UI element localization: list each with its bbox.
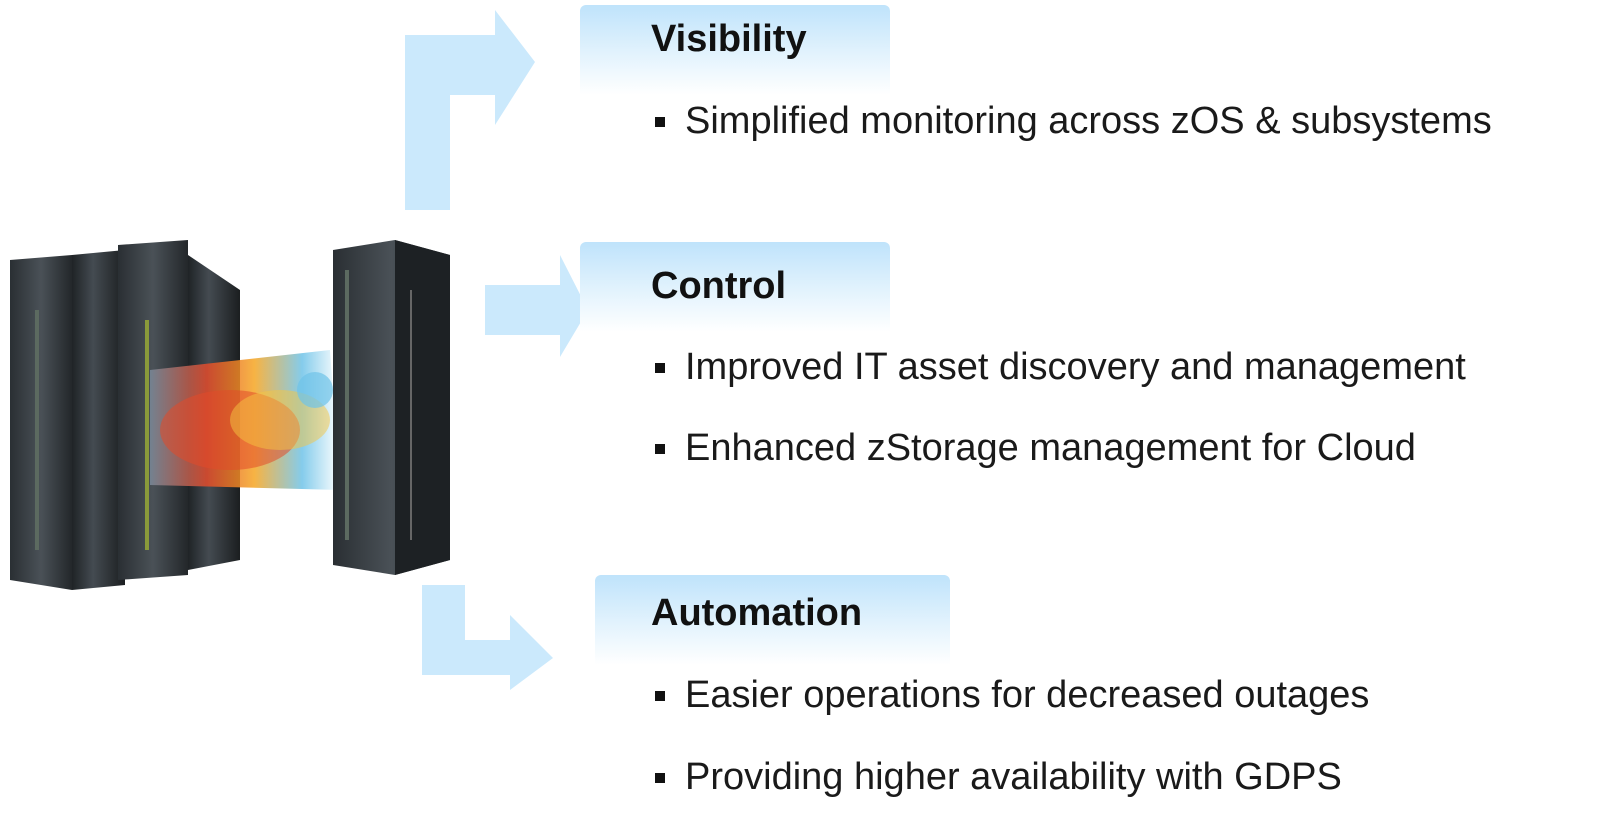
visibility-header [580,5,890,95]
bullet-icon [655,362,665,373]
visibility-bullet-1: Simplified monitoring across zOS & subsy… [655,100,1492,143]
cabinet-left-1 [10,255,72,590]
cabinet-left-2 [72,250,125,590]
visibility-title: Visibility [651,18,807,60]
control-bullet-1: Improved IT asset discovery and manageme… [655,346,1466,389]
control-title: Control [651,265,787,307]
control-header [580,242,890,332]
arrow-to-automation [422,585,553,690]
bullet-text: Simplified monitoring across zOS & subsy… [685,100,1492,142]
automation-bullet-1: Easier operations for decreased outages [655,674,1369,717]
bullet-text: Easier operations for decreased outages [685,674,1370,716]
bullet-text: Enhanced zStorage management for Cloud [685,427,1416,469]
bullet-text: Providing higher availability with GDPS [685,756,1342,798]
arrow-to-control [485,255,588,357]
bullet-icon [655,690,665,701]
automation-header [595,575,950,665]
automation-bullet-2: Providing higher availability with GDPS [655,756,1342,799]
automation-title: Automation [651,592,863,634]
arrow-to-visibility [405,10,535,210]
bullet-text: Improved IT asset discovery and manageme… [685,346,1466,388]
bullet-icon [655,443,665,454]
mainframe-illustration [10,240,450,590]
control-bullet-2: Enhanced zStorage management for Cloud [655,427,1416,470]
bullet-icon [655,772,665,783]
bullet-icon [655,116,665,127]
